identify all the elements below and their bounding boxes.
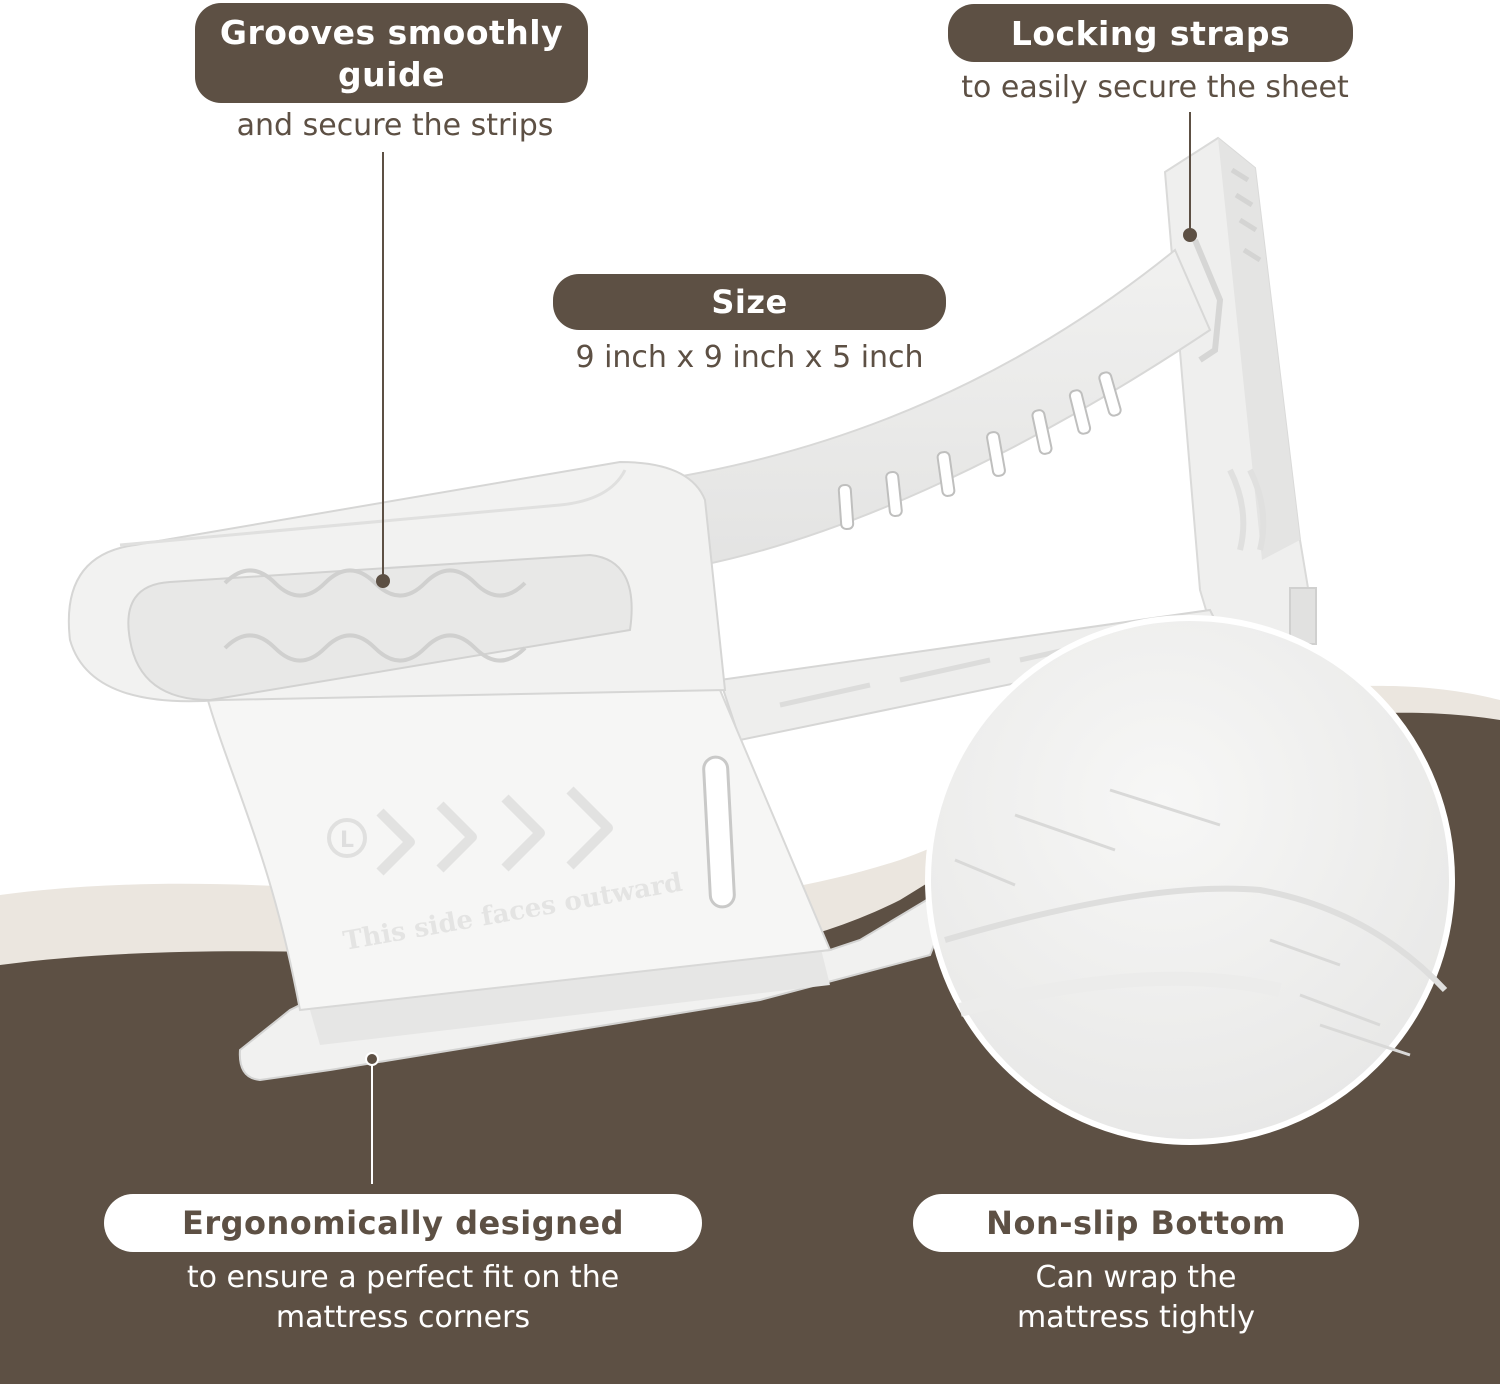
ergonomic-caption-line-2: mattress corners <box>275 1300 531 1335</box>
callout-leader-lines <box>365 112 1197 1184</box>
ergonomic-caption-line-1: to ensure a perfect fit on the <box>186 1260 620 1295</box>
grooves-leader-dot <box>376 574 390 588</box>
grooves-caption: and secure the strips <box>236 108 554 143</box>
main-bracket: L This side faces outward <box>67 460 832 1012</box>
ergonomic-caption: to ensure a perfect fit on the mattress … <box>104 1258 702 1338</box>
size-title: Size <box>711 283 788 321</box>
locking-leader-dot <box>1183 228 1197 242</box>
upright-post <box>1163 136 1317 645</box>
locking-caption: to easily secure the sheet <box>961 70 1349 105</box>
locking-strap <box>578 248 1212 577</box>
ergonomic-title-badge: Ergonomically designed <box>104 1194 702 1252</box>
ergonomic-title: Ergonomically designed <box>181 1204 625 1242</box>
nonslip-title-badge: Non-slip Bottom <box>913 1194 1359 1252</box>
side-marker-ring <box>327 818 367 858</box>
nonslip-caption-line-2: mattress tightly <box>1016 1300 1256 1335</box>
nonslip-title: Non-slip Bottom <box>986 1204 1286 1242</box>
size-title-badge: Size <box>553 274 946 330</box>
size-caption: 9 inch x 9 inch x 5 inch <box>575 340 924 375</box>
nonslip-caption-line-1: Can wrap the <box>1035 1260 1237 1295</box>
grooves-title-badge: Grooves smoothly guide <box>195 3 588 103</box>
locking-title-badge: Locking straps <box>948 4 1353 62</box>
locking-title: Locking straps <box>1010 13 1291 53</box>
ergonomic-leader-dot <box>365 1052 379 1066</box>
detail-magnifier <box>925 615 1455 1145</box>
nonslip-caption: Can wrap the mattress tightly <box>913 1258 1359 1338</box>
grooves-title: Grooves smoothly guide <box>219 13 564 94</box>
side-marker-letter: L <box>340 828 354 853</box>
